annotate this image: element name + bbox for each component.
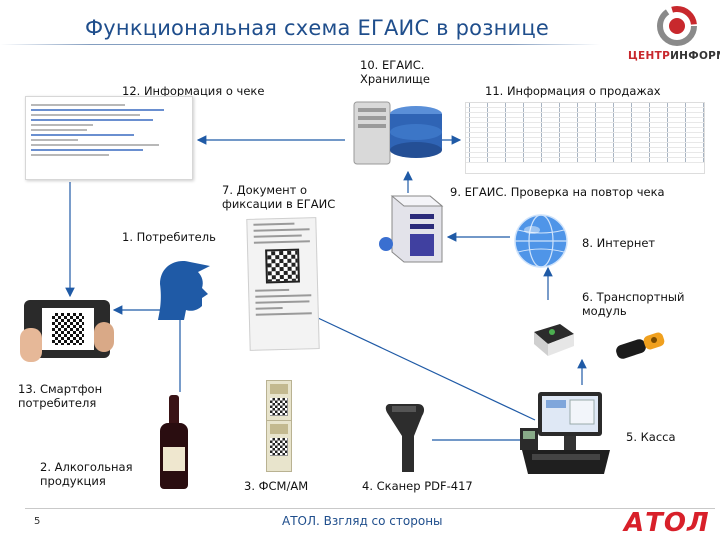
label-2-alcohol-products: 2. Алкогольная продукция (40, 460, 133, 488)
storage-server-icon (353, 101, 442, 165)
centrinform-logo-icon (657, 6, 697, 46)
label-8-internet: 8. Интернет (582, 236, 656, 250)
logo-text: ЦЕНТРИНФОРМ (628, 50, 720, 62)
label-1-consumer: 1. Потребитель (122, 230, 216, 244)
label-10-egais-storage: 10. ЕГАИС. Хранилище (360, 58, 430, 86)
transport-module-device-icon (534, 324, 574, 356)
footer-divider (25, 508, 715, 509)
label-9-egais-duplicate-check: 9. ЕГАИС. Проверка на повтор чека (450, 185, 665, 199)
label-11-sales-info: 11. Информация о продажах (485, 84, 661, 98)
internet-globe-icon (514, 214, 568, 268)
egais-receipt-image (246, 217, 320, 351)
alcohol-bottle-image (160, 395, 188, 489)
pos-terminal-icon (520, 392, 610, 474)
sales-info-table (465, 102, 705, 174)
consumer-silhouette-icon (158, 260, 210, 320)
barcode-scanner-icon (385, 404, 425, 472)
footer-tagline: АТОЛ. Взгляд со стороны (282, 514, 443, 528)
label-3-fsm-am: 3. ФСМ/АМ (244, 479, 309, 493)
label-4-pdf417-scanner: 4. Сканер PDF-417 (362, 479, 473, 493)
aton-logo: АТОЛ (624, 508, 710, 538)
logo-text-part1: ЦЕНТР (628, 50, 671, 62)
label-7-fixation-document: 7. Документ о фиксации в ЕГАИС (222, 183, 336, 211)
excise-stamp-2-image (266, 420, 292, 472)
receipt-info-document (25, 96, 193, 180)
crypto-key-token-icon (616, 332, 665, 359)
page-number: 5 (34, 516, 41, 527)
consumer-smartphone-image (20, 300, 114, 362)
line-7-to-5 (317, 317, 536, 421)
logo-text-part2: ИНФОРМ (670, 50, 720, 62)
title-divider (0, 44, 600, 45)
label-12-receipt-info: 12. Информация о чеке (122, 84, 265, 98)
label-6-transport-module: 6. Транспортный модуль (582, 290, 685, 318)
page-title: Функциональная схема ЕГАИС в рознице (85, 16, 549, 40)
egais-server-icon (379, 195, 444, 263)
label-13-consumer-smartphone: 13. Смартфон потребителя (18, 382, 103, 410)
label-5-cash-register: 5. Касса (626, 430, 676, 444)
